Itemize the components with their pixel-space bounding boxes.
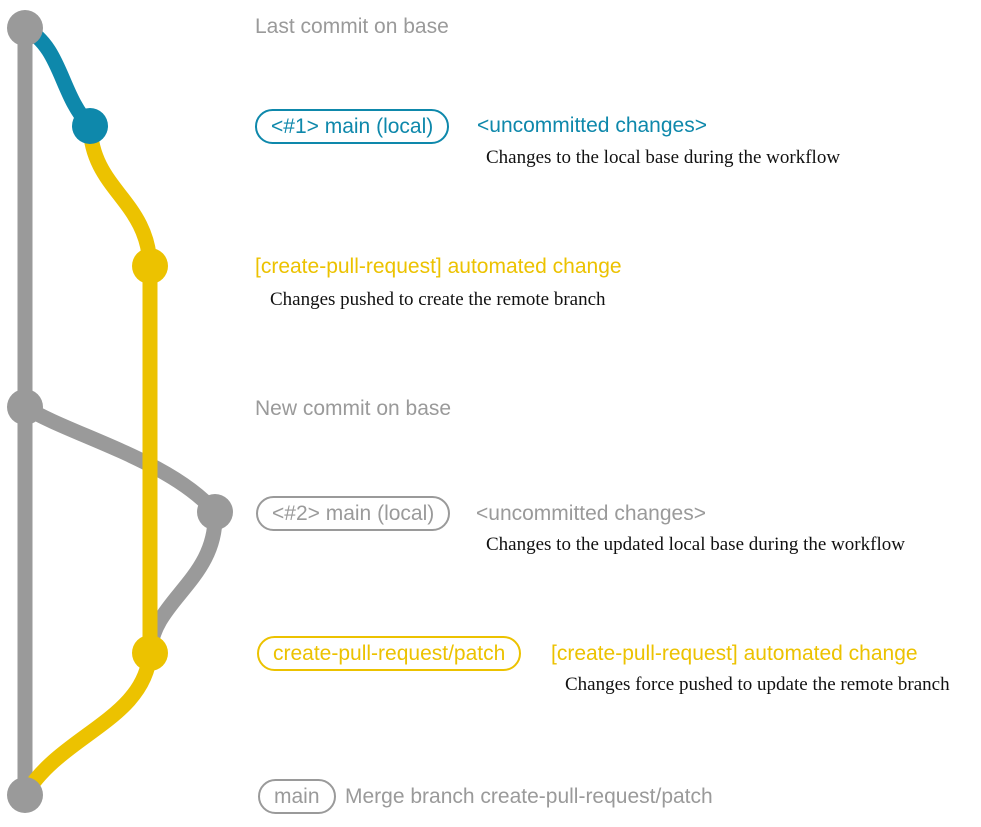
commit-dot-base-new[interactable]: [7, 389, 43, 425]
commit-dot-local-2[interactable]: [197, 494, 233, 530]
commit-description-patch-1: Changes pushed to create the remote bran…: [270, 289, 606, 310]
local1-to-patch1-line: [82, 118, 158, 274]
branch-pill-create-pull-request-patch[interactable]: create-pull-request/patch: [257, 636, 522, 671]
commit-description-patch-2: Changes force pushed to update the remot…: [565, 674, 950, 695]
patch2-to-merge-line: [17, 645, 158, 803]
commit-message-local-2: <uncommitted changes>: [476, 502, 706, 525]
branch-pill-main-local-1[interactable]: <#1> main (local): [255, 109, 450, 144]
commit-dot-local-1[interactable]: [72, 108, 108, 144]
commit-message-patch-1: [create-pull-request] automated change: [255, 255, 622, 278]
commit-dot-patch-2[interactable]: [132, 635, 168, 671]
commit-message-merge: Merge branch create-pull-request/patch: [345, 785, 713, 808]
commit-message-new-commit-on-base: New commit on base: [255, 397, 452, 420]
commit-description-local-1: Changes to the local base during the wor…: [486, 147, 841, 168]
branch-pill-main-local-2[interactable]: <#2> main (local): [256, 496, 451, 531]
base-to-local2-line: [17, 399, 223, 520]
commit-message-patch-2: [create-pull-request] automated change: [551, 642, 918, 665]
commit-description-local-2: Changes to the updated local base during…: [486, 534, 905, 555]
commit-dot-base-last[interactable]: [7, 10, 43, 46]
branch-pill-main[interactable]: main: [258, 779, 336, 814]
commit-dot-patch-1[interactable]: [132, 248, 168, 284]
commit-dot-merge[interactable]: [7, 777, 43, 813]
commit-message-last-commit-on-base: Last commit on base: [255, 15, 449, 38]
commit-message-local-1: <uncommitted changes>: [477, 114, 707, 137]
